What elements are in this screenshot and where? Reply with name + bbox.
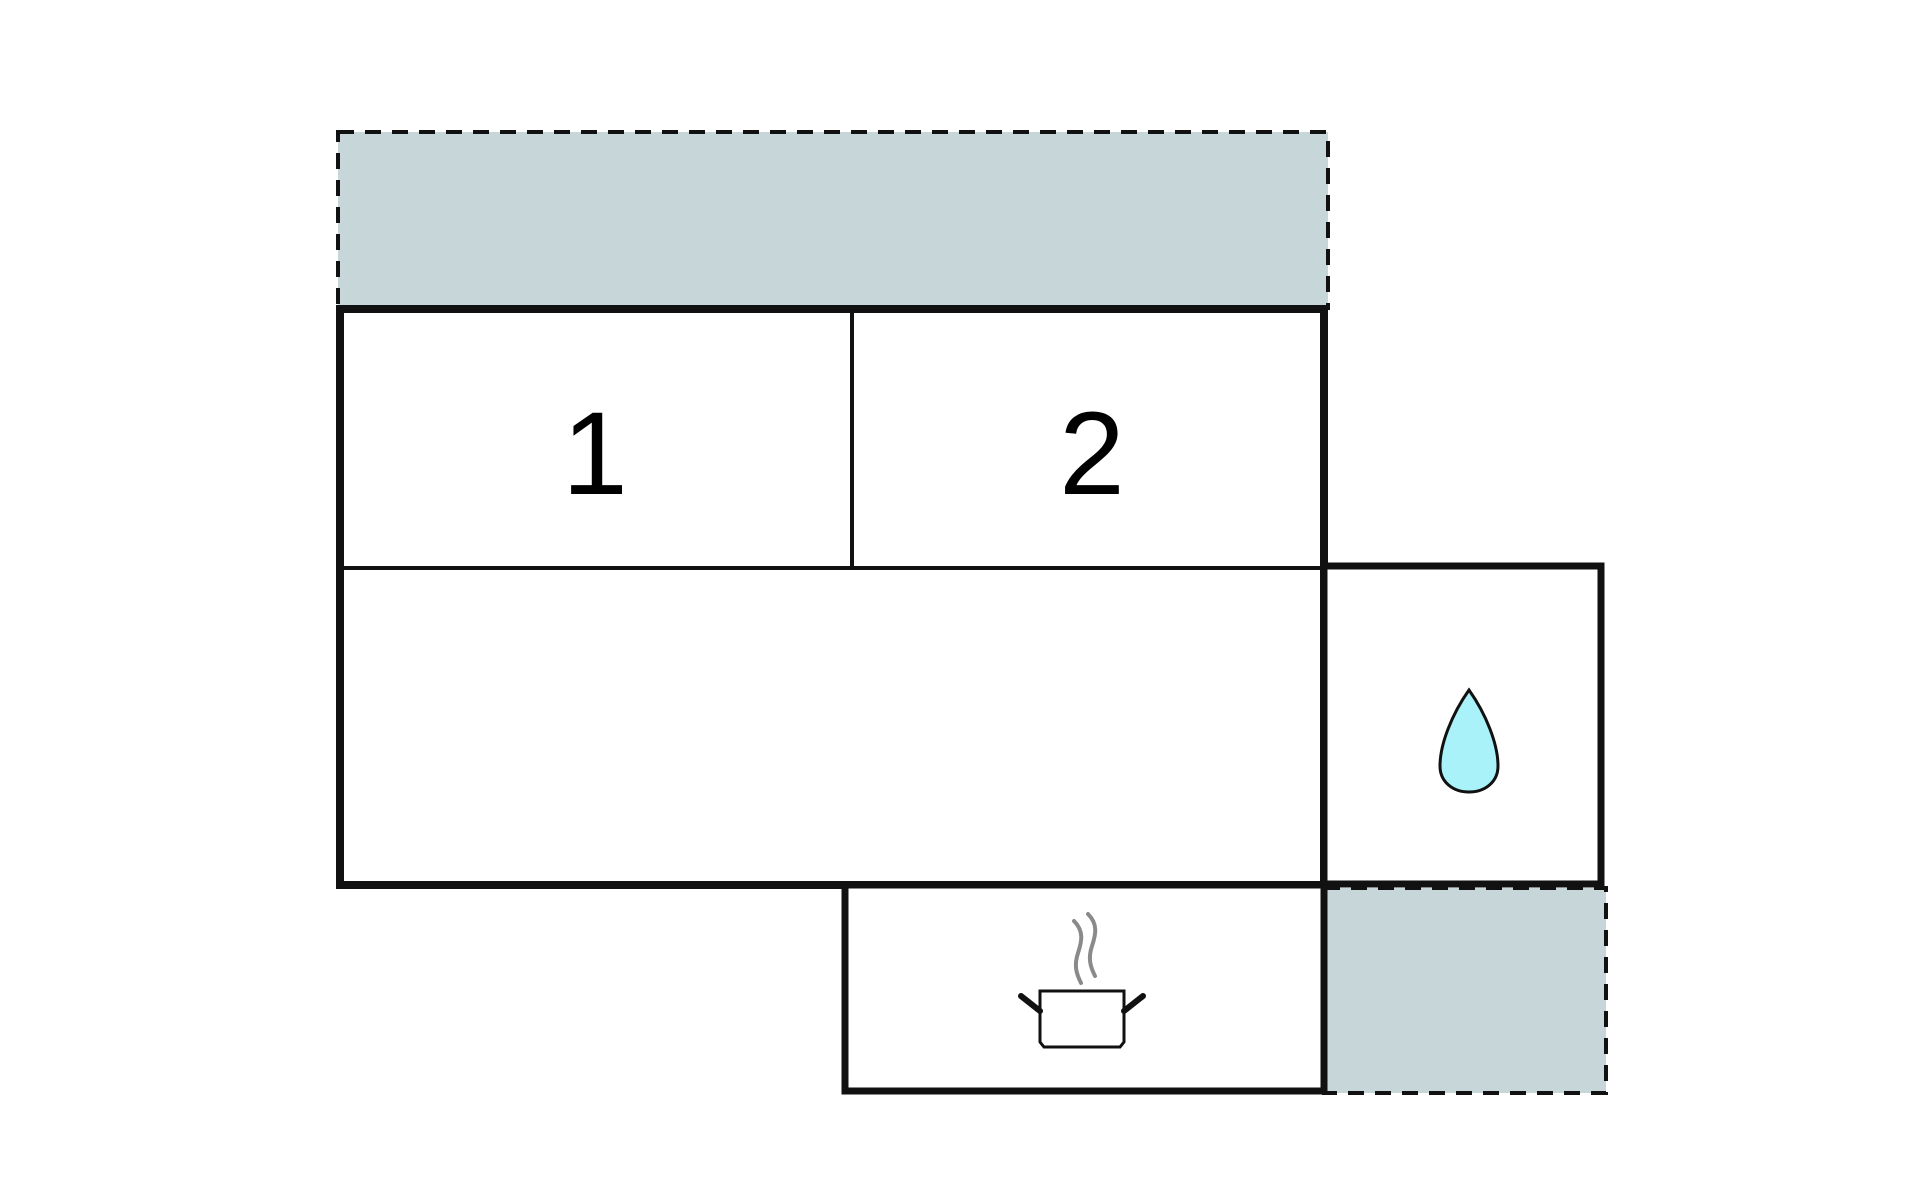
- main-living-area: [336, 305, 1328, 889]
- room-label-2: 2: [1059, 388, 1125, 520]
- terrace-bottom-right: [1322, 886, 1608, 1095]
- water-drop-icon: [1438, 687, 1500, 794]
- terrace-top: [336, 130, 1330, 310]
- cooking-pot-icon: [1018, 912, 1146, 1049]
- room-label-1: 1: [562, 388, 628, 520]
- kitchen-room: [841, 881, 1328, 1095]
